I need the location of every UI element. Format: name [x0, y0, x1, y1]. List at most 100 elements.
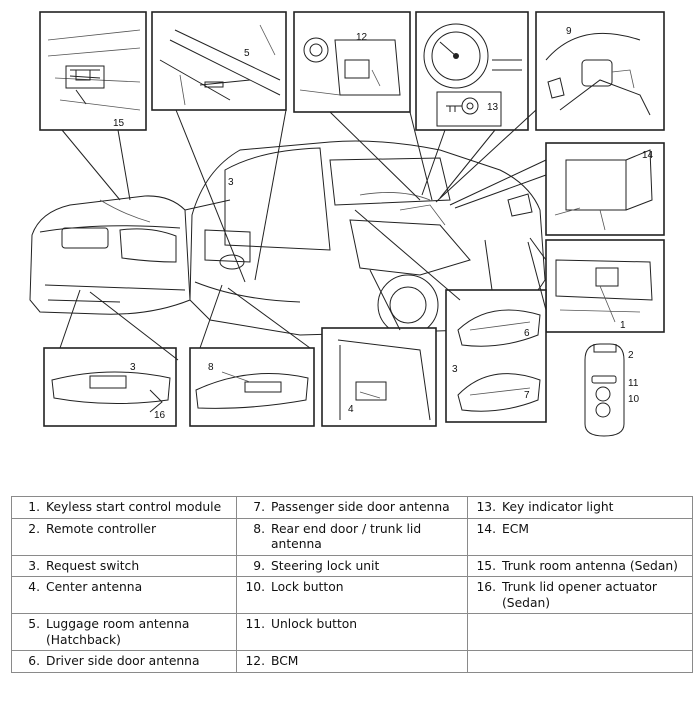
- legend-cell: 2. Remote controller: [11, 517, 237, 556]
- callout-3-door: 3: [452, 364, 458, 375]
- legend-item-number: 2.: [28, 521, 40, 536]
- legend-item: 7. Passenger side door antenna: [241, 500, 463, 516]
- legend-item-label: Remote controller: [46, 521, 157, 536]
- legend-item: 16. Trunk lid opener actuator (Sedan): [472, 580, 688, 611]
- inset-center-antenna: [321, 327, 437, 427]
- legend-item-label: Passenger side door antenna: [271, 500, 450, 514]
- legend-item: 4. Center antenna: [16, 580, 232, 596]
- legend-row: 2. Remote controller 8. Rear end door / tru…: [11, 517, 693, 556]
- legend-item-label: Key indicator light: [502, 500, 614, 514]
- legend-item: 10.Lock button: [241, 580, 463, 596]
- legend-row: 5. Luggage room antenna (Hatchback) 11.Unl…: [11, 613, 693, 651]
- inset-bcm: [293, 11, 411, 113]
- legend-item-number: 14.: [476, 521, 496, 536]
- parts-legend-table: 1. Keyless start control module 7. Passenge…: [11, 496, 693, 673]
- legend-body: 1. Keyless start control module 7. Passenge…: [11, 496, 693, 673]
- inset-luggage-antenna: [151, 11, 287, 111]
- legend-row: 1. Keyless start control module 7. Passenge…: [11, 496, 693, 519]
- legend-item-label: Luggage room antenna (Hatchback): [46, 617, 190, 647]
- legend-item: 6. Driver side door antenna: [16, 654, 232, 670]
- legend-item-label: Driver side door antenna: [46, 654, 200, 668]
- legend-item-number: 15.: [476, 558, 496, 573]
- remote-controller-illustration: [584, 343, 625, 437]
- legend-item: 3. Request switch: [16, 559, 232, 575]
- callout-2: 2: [628, 350, 634, 361]
- legend-item-number: 3.: [28, 558, 40, 573]
- legend-item: 9. Steering lock unit: [241, 559, 463, 575]
- legend-cell: 11.Unlock button: [236, 613, 468, 651]
- legend-item: 1. Keyless start control module: [16, 500, 232, 516]
- legend-row: 4. Center antenna 10.Lock button 16. Trunk l…: [11, 576, 693, 614]
- callout-9: 9: [566, 26, 572, 37]
- legend-cell: 15. Trunk room antenna (Sedan): [467, 554, 693, 577]
- legend-item-label: Request switch: [46, 558, 140, 573]
- keyless-system-diagram: 15 5 12 13 9 14 3 1 2 11 10 6 3 7 3 16 8…: [29, 11, 665, 437]
- legend-cell: 3. Request switch: [11, 554, 237, 577]
- legend-row: 6. Driver side door antenna 12. BCM: [11, 650, 693, 673]
- legend-item-number: 1.: [28, 500, 40, 514]
- legend-item: 2. Remote controller: [16, 522, 232, 538]
- legend-cell: 4. Center antenna: [11, 576, 237, 614]
- legend-item: 15. Trunk room antenna (Sedan): [472, 559, 688, 575]
- callout-1: 1: [620, 320, 626, 331]
- legend-cell: 6. Driver side door antenna: [11, 650, 237, 673]
- legend-item: 5. Luggage room antenna (Hatchback): [16, 617, 232, 648]
- legend-cell: [467, 650, 693, 673]
- callout-labels: 15 5 12 13 9 14 3 1 2 11 10 6 3 7 3 16 8…: [113, 26, 654, 421]
- inset-steering-lock: [535, 11, 665, 131]
- leader-lines: [59, 109, 547, 361]
- legend-cell: 9. Steering lock unit: [236, 554, 468, 577]
- callout-5: 5: [244, 48, 250, 59]
- legend-item-number: 16.: [476, 580, 496, 594]
- callout-12: 12: [356, 32, 368, 43]
- callout-8: 8: [208, 362, 214, 373]
- inset-trunk-antenna: [39, 11, 147, 131]
- inset-ecm: [545, 142, 665, 236]
- callout-6: 6: [524, 328, 530, 339]
- callout-4: 4: [348, 404, 354, 415]
- legend-item-number: 13.: [476, 500, 496, 514]
- legend-item: 11.Unlock button: [241, 617, 463, 633]
- callout-7: 7: [524, 390, 530, 401]
- legend-item-label: Unlock button: [271, 617, 358, 631]
- legend-item: 13. Key indicator light: [472, 500, 688, 516]
- legend-item-number: 12.: [245, 654, 265, 668]
- callout-14: 14: [642, 150, 654, 161]
- callout-16: 16: [154, 410, 166, 421]
- legend-item-label: Steering lock unit: [271, 558, 380, 573]
- legend-item-number: 7.: [253, 500, 265, 514]
- legend-cell: 12. BCM: [236, 650, 468, 673]
- callout-3-hatch: 3: [228, 177, 234, 188]
- legend-item-label: Center antenna: [46, 580, 143, 594]
- inset-door-antennas: [445, 289, 547, 423]
- legend-cell: 5. Luggage room antenna (Hatchback): [11, 613, 237, 651]
- legend-item: 12. BCM: [241, 654, 463, 670]
- callout-15: 15: [113, 118, 125, 129]
- legend-item-label: Keyless start control module: [46, 500, 222, 514]
- legend-item-label: BCM: [271, 654, 299, 668]
- legend-item-label: ECM: [502, 521, 529, 536]
- legend-cell: 1. Keyless start control module: [11, 496, 237, 519]
- legend-cell: 13. Key indicator light: [467, 496, 693, 519]
- legend-item-label: Rear end door / trunk lid antenna: [271, 521, 422, 552]
- legend-item: 14. ECM: [472, 522, 688, 538]
- legend-cell: 16. Trunk lid opener actuator (Sedan): [467, 576, 693, 614]
- legend-item-number: 9.: [253, 558, 265, 573]
- inset-rear-antenna: [189, 347, 315, 427]
- inset-keyless-module: [545, 239, 665, 333]
- inset-key-indicator: [415, 11, 529, 131]
- legend-cell: 14. ECM: [467, 517, 693, 556]
- callout-13: 13: [487, 102, 499, 113]
- sedan-rear-illustration: [29, 195, 231, 315]
- legend-item-number: 5.: [28, 617, 40, 631]
- legend-item-number: 6.: [28, 654, 40, 668]
- callout-11: 11: [628, 378, 639, 389]
- legend-item: 8. Rear end door / trunk lid antenna: [241, 522, 463, 553]
- legend-cell: 7. Passenger side door antenna: [236, 496, 468, 519]
- legend-item-label: Lock button: [271, 580, 344, 594]
- legend-item-label: Trunk room antenna (Sedan): [502, 558, 678, 573]
- legend-item-label: Trunk lid opener actuator (Sedan): [502, 580, 657, 610]
- legend-cell: 8. Rear end door / trunk lid antenna: [236, 517, 468, 556]
- legend-item-number: 4.: [28, 580, 40, 594]
- legend-item-number: 8.: [253, 521, 265, 536]
